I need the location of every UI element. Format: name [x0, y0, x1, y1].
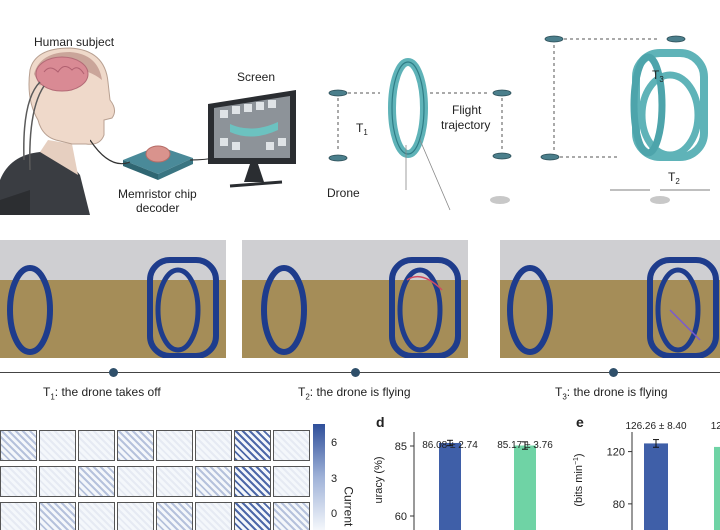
value-label: 86.08 ± 2.74	[422, 440, 478, 451]
bar	[514, 445, 536, 530]
heatmap-tile	[156, 502, 193, 530]
t1-label: T1	[356, 121, 368, 137]
heatmap-tile	[273, 502, 310, 530]
timeline-line	[0, 372, 720, 373]
y-axis-label: (bits min−1)	[573, 453, 585, 506]
heatmap-tile	[78, 502, 115, 530]
flight-trajectory-label-line1: Flight	[452, 103, 482, 117]
timeline-caption-2: T2: the drone is flying	[298, 385, 411, 402]
heatmap-tile	[234, 502, 271, 530]
heatmap-tile	[117, 430, 154, 461]
bar	[644, 443, 668, 530]
timeline-dot-1	[109, 368, 118, 377]
bar	[714, 446, 720, 530]
heatmap-tile	[0, 466, 37, 497]
y-axis-label: uracy (%)	[373, 456, 385, 503]
panel-d-chart: 60 85 uracy (%) 86.08 ± 2.74 85.17 ± 3.76	[373, 432, 553, 530]
value-label: 85.17 ± 3.76	[497, 440, 553, 451]
screen-illustration	[208, 90, 296, 188]
drone-label: Drone	[327, 186, 360, 200]
flight-trajectory-illustration: T1	[328, 58, 512, 211]
y-tick-label: 80	[613, 499, 625, 511]
colorbar-tick-0: 0	[331, 508, 338, 520]
colorbar-tick-3: 3	[331, 473, 338, 485]
heatmap-tile	[78, 466, 115, 497]
bar	[439, 442, 461, 530]
heatmap-tile	[39, 430, 76, 461]
chip-label-line1: Memristor chip	[118, 187, 197, 201]
heatmap-tile	[234, 466, 271, 497]
heatmap-tile	[117, 466, 154, 497]
heatmap-tile	[273, 466, 310, 497]
panel-e-letter: e	[576, 414, 584, 430]
heatmap-tile	[195, 430, 232, 461]
heatmap-tile	[117, 502, 154, 530]
memristor-chip-illustration	[123, 145, 193, 180]
photo-frame-1	[0, 240, 226, 358]
timeline-dot-2	[351, 368, 360, 377]
colorbar	[313, 424, 325, 530]
heatmap-tile	[39, 502, 76, 530]
heatmap-tile	[195, 466, 232, 497]
screen-label: Screen	[237, 70, 276, 84]
heatmap-tile	[78, 430, 115, 461]
colorbar-label: Current (	[341, 486, 356, 530]
heatmap-tile	[195, 502, 232, 530]
panel-e-chart: 80 120 (bits min−1) 126.26 ± 8.40 123.58	[573, 421, 720, 530]
timeline-caption-1: T1: the drone takes off	[43, 385, 161, 402]
timeline-caption-3: T3: the drone is flying	[555, 385, 668, 402]
y-tick-label: 60	[395, 511, 407, 523]
y-tick-label: 85	[395, 441, 407, 453]
panel-c-heatmaps	[0, 424, 310, 530]
photo-frame-3	[500, 240, 720, 358]
chip-label-line2: decoder	[136, 201, 180, 215]
photo-frame-2	[242, 240, 468, 358]
heatmap-tile	[156, 466, 193, 497]
heatmap-tile	[0, 430, 37, 461]
y-tick-label: 120	[607, 447, 625, 459]
panel-d-letter: d	[376, 414, 385, 430]
heatmap-tile	[0, 502, 37, 530]
human-subject-label: Human subject	[34, 35, 115, 49]
heatmap-tile	[273, 430, 310, 461]
t3-label: T3	[652, 68, 664, 84]
panel-a: Human subject Memristor chip decoder Scr…	[0, 0, 720, 225]
value-label: 123.58	[711, 421, 720, 432]
t2-label: T2	[668, 170, 680, 186]
value-label: 126.26 ± 8.40	[625, 421, 687, 432]
heatmap-tile	[39, 466, 76, 497]
human-head-illustration	[0, 47, 116, 215]
timeline-dot-3	[609, 368, 618, 377]
flight-trajectory-label-line2: trajectory	[441, 118, 491, 132]
heatmap-tile	[156, 430, 193, 461]
heatmap-tile	[234, 430, 271, 461]
complex-trajectory-illustration: T3 T2	[540, 35, 710, 204]
colorbar-tick-6: 6	[331, 437, 338, 449]
